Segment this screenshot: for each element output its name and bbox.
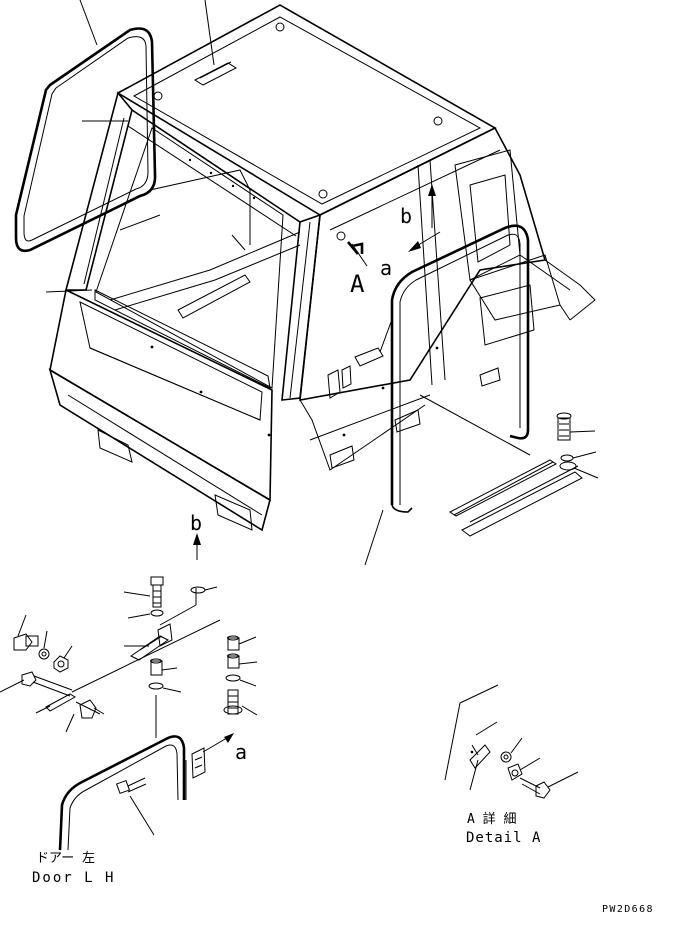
detail-a-title-en: Detail A [466,830,541,846]
label-b-main: b [400,204,412,228]
door-title-jp: ドアー 左 [36,851,95,866]
detail-a-view: A 詳 細 Detail A [444,684,579,846]
window-gasket-upper [14,0,215,293]
door-hardware: b [0,511,258,851]
cab-body [48,4,596,532]
detail-a-title-jp: A 詳 細 [467,811,516,827]
label-a-main: a [380,256,392,280]
door-handle-rail [364,224,530,566]
seal-strips [419,394,599,537]
label-b-lower: b [190,511,202,535]
drawing-code: PW2D668 [602,904,654,915]
main-labels: b a A [350,184,441,298]
door-title-en: Door L H [32,870,115,886]
label-a-lower: a [235,740,247,764]
label-view-a: A [350,270,365,298]
door-caption: ドアー 左 Door L H [32,851,115,886]
